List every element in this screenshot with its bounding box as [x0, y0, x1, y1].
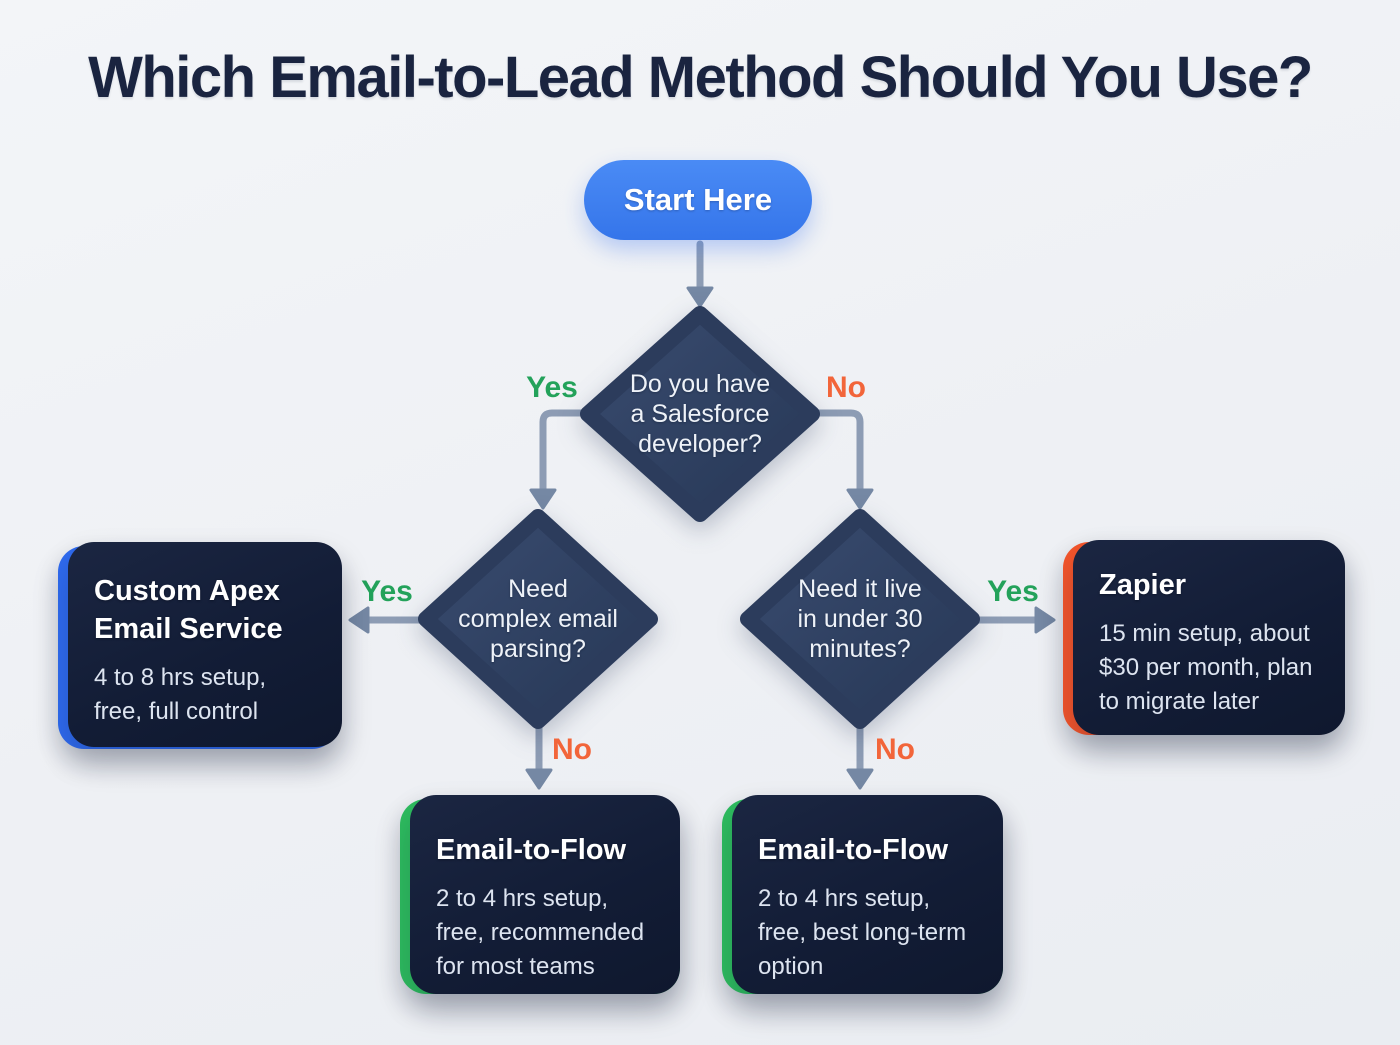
decision-parsing-line3: parsing?	[490, 635, 586, 663]
flow-left-card-title: Email-to-Flow	[436, 834, 627, 866]
arrowhead-down-parsing	[529, 488, 557, 510]
decision-parsing-line1: Need	[508, 575, 568, 603]
decision-developer-line2: a Salesforce	[630, 400, 770, 428]
decision-developer-line3: developer?	[638, 430, 762, 458]
decision-parsing-question: Need complex email parsing?	[433, 574, 643, 664]
decision-developer-line1: Do you have	[629, 370, 771, 398]
decision-parsing-line2: complex email	[458, 605, 618, 633]
edge-label-developer-no: No	[826, 371, 866, 404]
page-title: Which Email-to-Lead Method Should You Us…	[88, 45, 1313, 110]
edge-label-parsing-no: No	[552, 733, 592, 766]
flow-right-card-content: Email-to-Flow 2 to 4 hrs setup, free, be…	[732, 795, 1003, 1006]
arrowhead-down-live30	[846, 488, 874, 510]
arrowhead-down-flow-left	[525, 768, 553, 790]
arrowhead-down-developer	[686, 286, 714, 308]
zapier-card-description: 15 min setup, about $30 per month, plan …	[1099, 620, 1313, 715]
zapier-card: Zapier 15 min setup, about $30 per month…	[1073, 540, 1345, 735]
flow-right-card-description: 2 to 4 hrs setup, free, best long-term o…	[758, 885, 967, 980]
decision-live30-question: Need it live in under 30 minutes?	[755, 574, 965, 664]
zapier-card-content: Zapier 15 min setup, about $30 per month…	[1073, 540, 1345, 741]
flow-left-card: Email-to-Flow 2 to 4 hrs setup, free, re…	[410, 795, 680, 994]
decision-live30-line1: Need it live	[798, 575, 922, 603]
decision-developer-question: Do you have a Salesforce developer?	[595, 369, 805, 459]
flow-right-card: Email-to-Flow 2 to 4 hrs setup, free, be…	[732, 795, 1003, 994]
flow-left-card-content: Email-to-Flow 2 to 4 hrs setup, free, re…	[410, 795, 680, 1006]
flow-right-card-title: Email-to-Flow	[758, 834, 949, 866]
zapier-card-title: Zapier	[1099, 569, 1187, 601]
custom-apex-card: Custom Apex Email Service 4 to 8 hrs set…	[68, 542, 342, 747]
edge-label-live30-no: No	[875, 733, 915, 766]
edge-label-live30-yes: Yes	[987, 575, 1039, 608]
start-node: Start Here	[584, 160, 812, 240]
edge-label-parsing-yes: Yes	[361, 575, 413, 608]
decision-node-developer-shape	[580, 306, 820, 522]
start-node-label: Start Here	[623, 182, 773, 217]
custom-apex-card-title: Custom Apex Email Service	[94, 575, 283, 645]
flow-left-card-description: 2 to 4 hrs setup, free, recommended for …	[436, 885, 645, 980]
edge-developer-yes	[539, 409, 598, 496]
custom-apex-card-description: 4 to 8 hrs setup, free, full control	[94, 664, 267, 725]
arrowhead-right-zapier	[1034, 606, 1056, 634]
custom-apex-card-content: Custom Apex Email Service 4 to 8 hrs set…	[68, 542, 342, 751]
decision-live30-line3: minutes?	[809, 635, 911, 663]
decision-node-parsing-shape	[418, 509, 658, 729]
arrowhead-left-custom-apex	[348, 606, 370, 634]
edge-developer-no	[802, 409, 864, 496]
arrowhead-down-flow-right	[846, 768, 874, 790]
decision-live30-line2: in under 30	[797, 605, 923, 633]
edge-label-developer-yes: Yes	[526, 371, 578, 404]
decision-node-live30-shape	[740, 509, 980, 729]
